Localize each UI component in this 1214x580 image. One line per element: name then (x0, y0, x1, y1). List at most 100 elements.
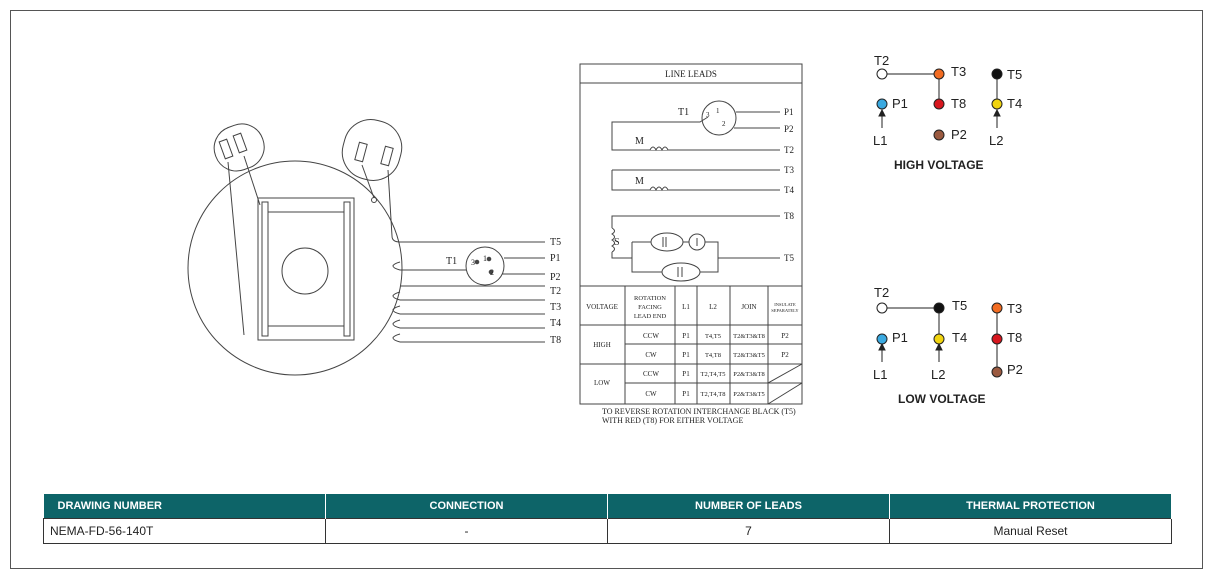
th-insulate: INSULATE (774, 302, 796, 307)
label-l2: L2 (931, 367, 945, 382)
schematic-switch-label: T1 (678, 107, 689, 118)
terminal-pin (380, 145, 394, 167)
lead-wire (392, 291, 401, 301)
cell-l1: P1 (682, 370, 690, 378)
node-t4 (991, 98, 1003, 110)
page-frame (10, 10, 1203, 569)
motor-lead-label: T8 (550, 335, 561, 346)
value-number-of-leads: 7 (607, 518, 890, 544)
switch-num-2: 2 (490, 268, 494, 277)
cell-insulate: P2 (781, 332, 789, 340)
label-l1: L1 (873, 133, 887, 148)
motor-housing (187, 160, 403, 376)
label-t3: T3 (951, 64, 966, 79)
schematic-switch-num: 1 (716, 107, 720, 115)
node-t8 (991, 333, 1003, 345)
line-leads-panel (579, 63, 803, 405)
low-voltage-title: LOW VOLTAGE (898, 392, 986, 406)
th-join: JOIN (741, 303, 756, 311)
high-voltage-diagram (876, 68, 1003, 141)
cell-join: T2&T3&T8 (733, 333, 765, 340)
rotation-note-line2: WITH RED (T8) FOR EITHER VOLTAGE (602, 416, 743, 425)
cell-rotation: CW (645, 351, 657, 359)
value-thermal-protection: Manual Reset (889, 518, 1172, 544)
switch-num-1: 1 (483, 254, 487, 263)
value-drawing-number: NEMA-FD-56-140T (43, 518, 326, 544)
schematic-switch-num: 3 (706, 111, 710, 119)
header-connection: CONNECTION (325, 494, 608, 519)
motor-lead-label: P1 (550, 253, 561, 264)
node-t5 (991, 68, 1003, 80)
schematic-lead-label: T3 (784, 165, 794, 175)
low-voltage-diagram (876, 302, 1003, 378)
th-rotation: FACING (638, 304, 662, 311)
schematic-lead-label: T2 (784, 145, 794, 155)
label-t3: T3 (1007, 301, 1022, 316)
cell-l2: T4,T8 (705, 352, 721, 359)
label-t8: T8 (1007, 330, 1022, 345)
cell-insulate: P2 (781, 351, 789, 359)
label-t5: T5 (1007, 67, 1022, 82)
cell-rotation: CW (645, 390, 657, 398)
node-t3 (991, 302, 1003, 314)
terminal-lobe-left (213, 123, 265, 172)
cell-l2: T4,T5 (705, 333, 721, 340)
winding-main-label: M (635, 176, 644, 187)
label-t4: T4 (1007, 96, 1022, 111)
node-t4 (933, 333, 945, 345)
high-voltage-title: HIGH VOLTAGE (894, 158, 984, 172)
schematic-lead-label: T5 (784, 253, 794, 263)
label-t4: T4 (952, 330, 967, 345)
drawing-info-table: DRAWING NUMBER CONNECTION NUMBER OF LEAD… (43, 494, 1172, 544)
line-leads-border (579, 63, 803, 405)
cell-l1: P1 (682, 332, 690, 340)
node-t5 (933, 302, 945, 314)
line-leads-labels: LINE LEADS T1 3 1 2 P1 P2 T2 T3 T4 T8 T5… (614, 69, 794, 263)
motor-illustration (187, 119, 545, 376)
label-t2: T2 (874, 53, 889, 68)
th-l2: L2 (709, 303, 717, 311)
connection-table (580, 286, 803, 405)
terminal-pin (232, 132, 248, 154)
th-rotation: ROTATION (634, 295, 666, 302)
schematic-lead-label: T8 (784, 211, 794, 221)
motor-lead-label: T2 (550, 286, 561, 297)
cell-join: P2&T3&T8 (733, 371, 764, 378)
node-t2 (876, 302, 888, 314)
winding-main-label: M (635, 136, 644, 147)
cell-l2: T2,T4,T5 (701, 371, 726, 378)
node-t3 (933, 68, 945, 80)
lead-wire (392, 319, 401, 329)
high-voltage-labels: T2 T3 T5 P1 T8 T4 L1 P2 L2 HIGH VOLTAGE (873, 53, 1022, 172)
line-leads-title: LINE LEADS (665, 69, 717, 79)
label-p1: P1 (892, 330, 908, 345)
schematic-lead-label: P1 (784, 107, 794, 117)
node-t2 (876, 68, 888, 80)
terminal-wire (227, 161, 245, 336)
node-t8 (933, 98, 945, 110)
terminal-lobe-right (341, 119, 403, 181)
motor-lead-label: T4 (550, 318, 561, 329)
winding-start-label: S (614, 237, 620, 248)
node-p1 (876, 98, 888, 110)
schematic-lead-label: P2 (784, 124, 794, 134)
terminal-wire (387, 169, 393, 237)
th-rotation: LEAD END (634, 313, 667, 320)
rotor (281, 247, 329, 295)
cell-voltage: HIGH (593, 341, 611, 349)
label-l1: L1 (873, 367, 887, 382)
schematic-switch-num: 2 (722, 120, 726, 128)
header-drawing-number: DRAWING NUMBER (43, 494, 326, 519)
node-p1 (876, 333, 888, 345)
motor-lead-label: T5 (550, 237, 561, 248)
lead-wire (392, 333, 401, 343)
node-p2 (933, 129, 945, 141)
cell-rotation: CCW (643, 332, 659, 340)
cell-l2: T2,T4,T8 (701, 391, 726, 398)
switch-num-3: 3 (471, 258, 475, 267)
stator-bar (343, 201, 351, 337)
value-connection: - (325, 518, 608, 544)
connection-table-text: VOLTAGE ROTATION FACING LEAD END L1 L2 J… (586, 295, 799, 398)
label-p2: P2 (951, 127, 967, 142)
